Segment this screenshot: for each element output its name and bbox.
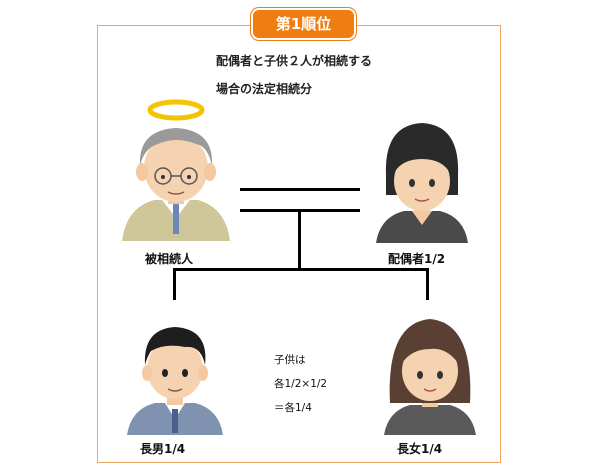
daughter-line bbox=[426, 268, 429, 300]
children-note-line2: 各1/2×1/2 bbox=[274, 378, 328, 390]
children-note-line1: 子供は bbox=[274, 354, 306, 366]
deceased-illustration bbox=[122, 99, 230, 241]
children-note-line3: ＝各1/4 bbox=[274, 402, 312, 414]
son-line bbox=[173, 268, 176, 300]
spouse-label: 配偶者1/2 bbox=[388, 252, 446, 266]
diagram-title-line1: 配偶者と子供２人が相続する bbox=[216, 54, 373, 68]
spouse-illustration bbox=[376, 123, 468, 243]
son-illustration bbox=[127, 327, 223, 435]
daughter-illustration bbox=[384, 319, 476, 435]
halo-icon bbox=[147, 99, 205, 121]
marriage-line-top bbox=[240, 188, 360, 191]
priority-badge: 第1順位 bbox=[251, 8, 356, 40]
diagram-title-line2: 場合の法定相続分 bbox=[216, 82, 313, 96]
deceased-label: 被相続人 bbox=[145, 252, 194, 266]
daughter-label: 長女1/4 bbox=[397, 442, 443, 456]
descent-line bbox=[298, 210, 301, 270]
son-label: 長男1/4 bbox=[140, 442, 186, 456]
children-line bbox=[173, 268, 429, 271]
